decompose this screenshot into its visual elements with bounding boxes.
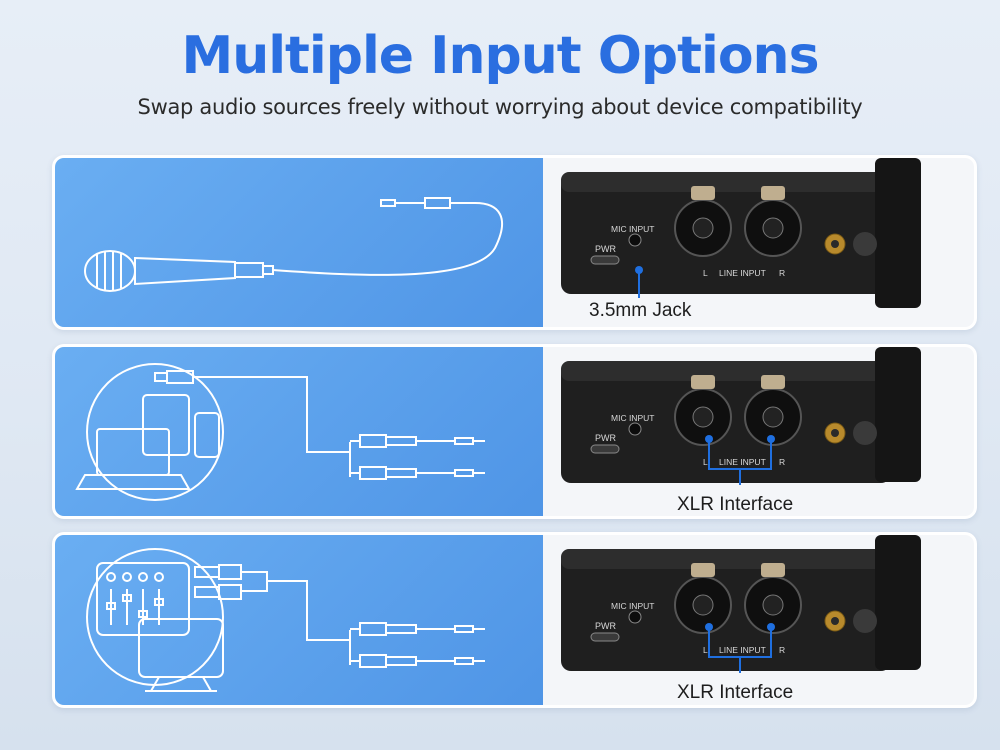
line-input-label: LINE INPUT xyxy=(719,268,766,278)
l-label: L xyxy=(703,457,708,467)
mic-jack xyxy=(628,233,642,247)
pwr-label: PWR xyxy=(595,244,616,254)
r-label: R xyxy=(779,268,785,278)
pwr-label: PWR xyxy=(595,621,616,631)
line-input-label: LINE INPUT xyxy=(719,645,766,655)
receiver-device-image: PWR MIC INPUT L LINE INPUT R xyxy=(561,347,921,485)
callout-xlr-interface: XLR Interface xyxy=(677,682,794,703)
r-label: R xyxy=(779,457,785,467)
device-panel-3: PWR MIC INPUT L LINE INPUT R XLR Interfa… xyxy=(543,535,974,705)
laptop-icon xyxy=(96,428,170,476)
monitor-icon xyxy=(138,618,224,678)
receiver-device-image: PWR MIC INPUT L LINE INPUT R xyxy=(561,535,921,673)
device-panel-2: PWR MIC INPUT L LINE INPUT R XLR Interfa… xyxy=(543,347,974,516)
receiver-device-image: PWR MIC INPUT L LINE INPUT R xyxy=(561,158,921,308)
l-label: L xyxy=(703,645,708,655)
line-input-label: LINE INPUT xyxy=(719,457,766,467)
pwr-label: PWR xyxy=(595,433,616,443)
computer-cable-illustration xyxy=(75,363,485,501)
mixer-cable-illustration xyxy=(86,548,485,692)
input-row-microphone: PWR MIC INPUT L LINE INPUT R 3.5mm Jack xyxy=(52,155,977,330)
mic-input-label: MIC INPUT xyxy=(611,224,654,234)
l-label: L xyxy=(703,268,708,278)
source-panel-microphone xyxy=(55,158,543,327)
callout-xlr-interface: XLR Interface xyxy=(677,494,794,515)
mixer-icon xyxy=(96,562,190,636)
device-panel-1: PWR MIC INPUT L LINE INPUT R 3.5mm Jack xyxy=(543,158,974,327)
phone-icon xyxy=(194,412,220,458)
mic-jack xyxy=(628,610,642,624)
source-panel-computer xyxy=(55,347,543,516)
mic-jack xyxy=(628,422,642,436)
callout-3-5mm-jack: 3.5mm Jack xyxy=(589,300,692,321)
mic-input-label: MIC INPUT xyxy=(611,601,654,611)
usb-c-port xyxy=(590,632,620,642)
r-label: R xyxy=(779,645,785,655)
page-title: Multiple Input Options xyxy=(181,26,819,86)
microphone-cable-illustration xyxy=(84,197,504,292)
usb-c-port xyxy=(590,444,620,454)
input-row-mixer: PWR MIC INPUT L LINE INPUT R XLR Interfa… xyxy=(52,532,977,708)
usb-c-port xyxy=(590,255,620,265)
mic-input-label: MIC INPUT xyxy=(611,413,654,423)
source-panel-mixer xyxy=(55,535,543,705)
tablet-icon xyxy=(142,394,190,456)
page-subtitle: Swap audio sources freely without worryi… xyxy=(137,95,863,119)
input-row-computer: PWR MIC INPUT L LINE INPUT R XLR Interfa… xyxy=(52,344,977,519)
